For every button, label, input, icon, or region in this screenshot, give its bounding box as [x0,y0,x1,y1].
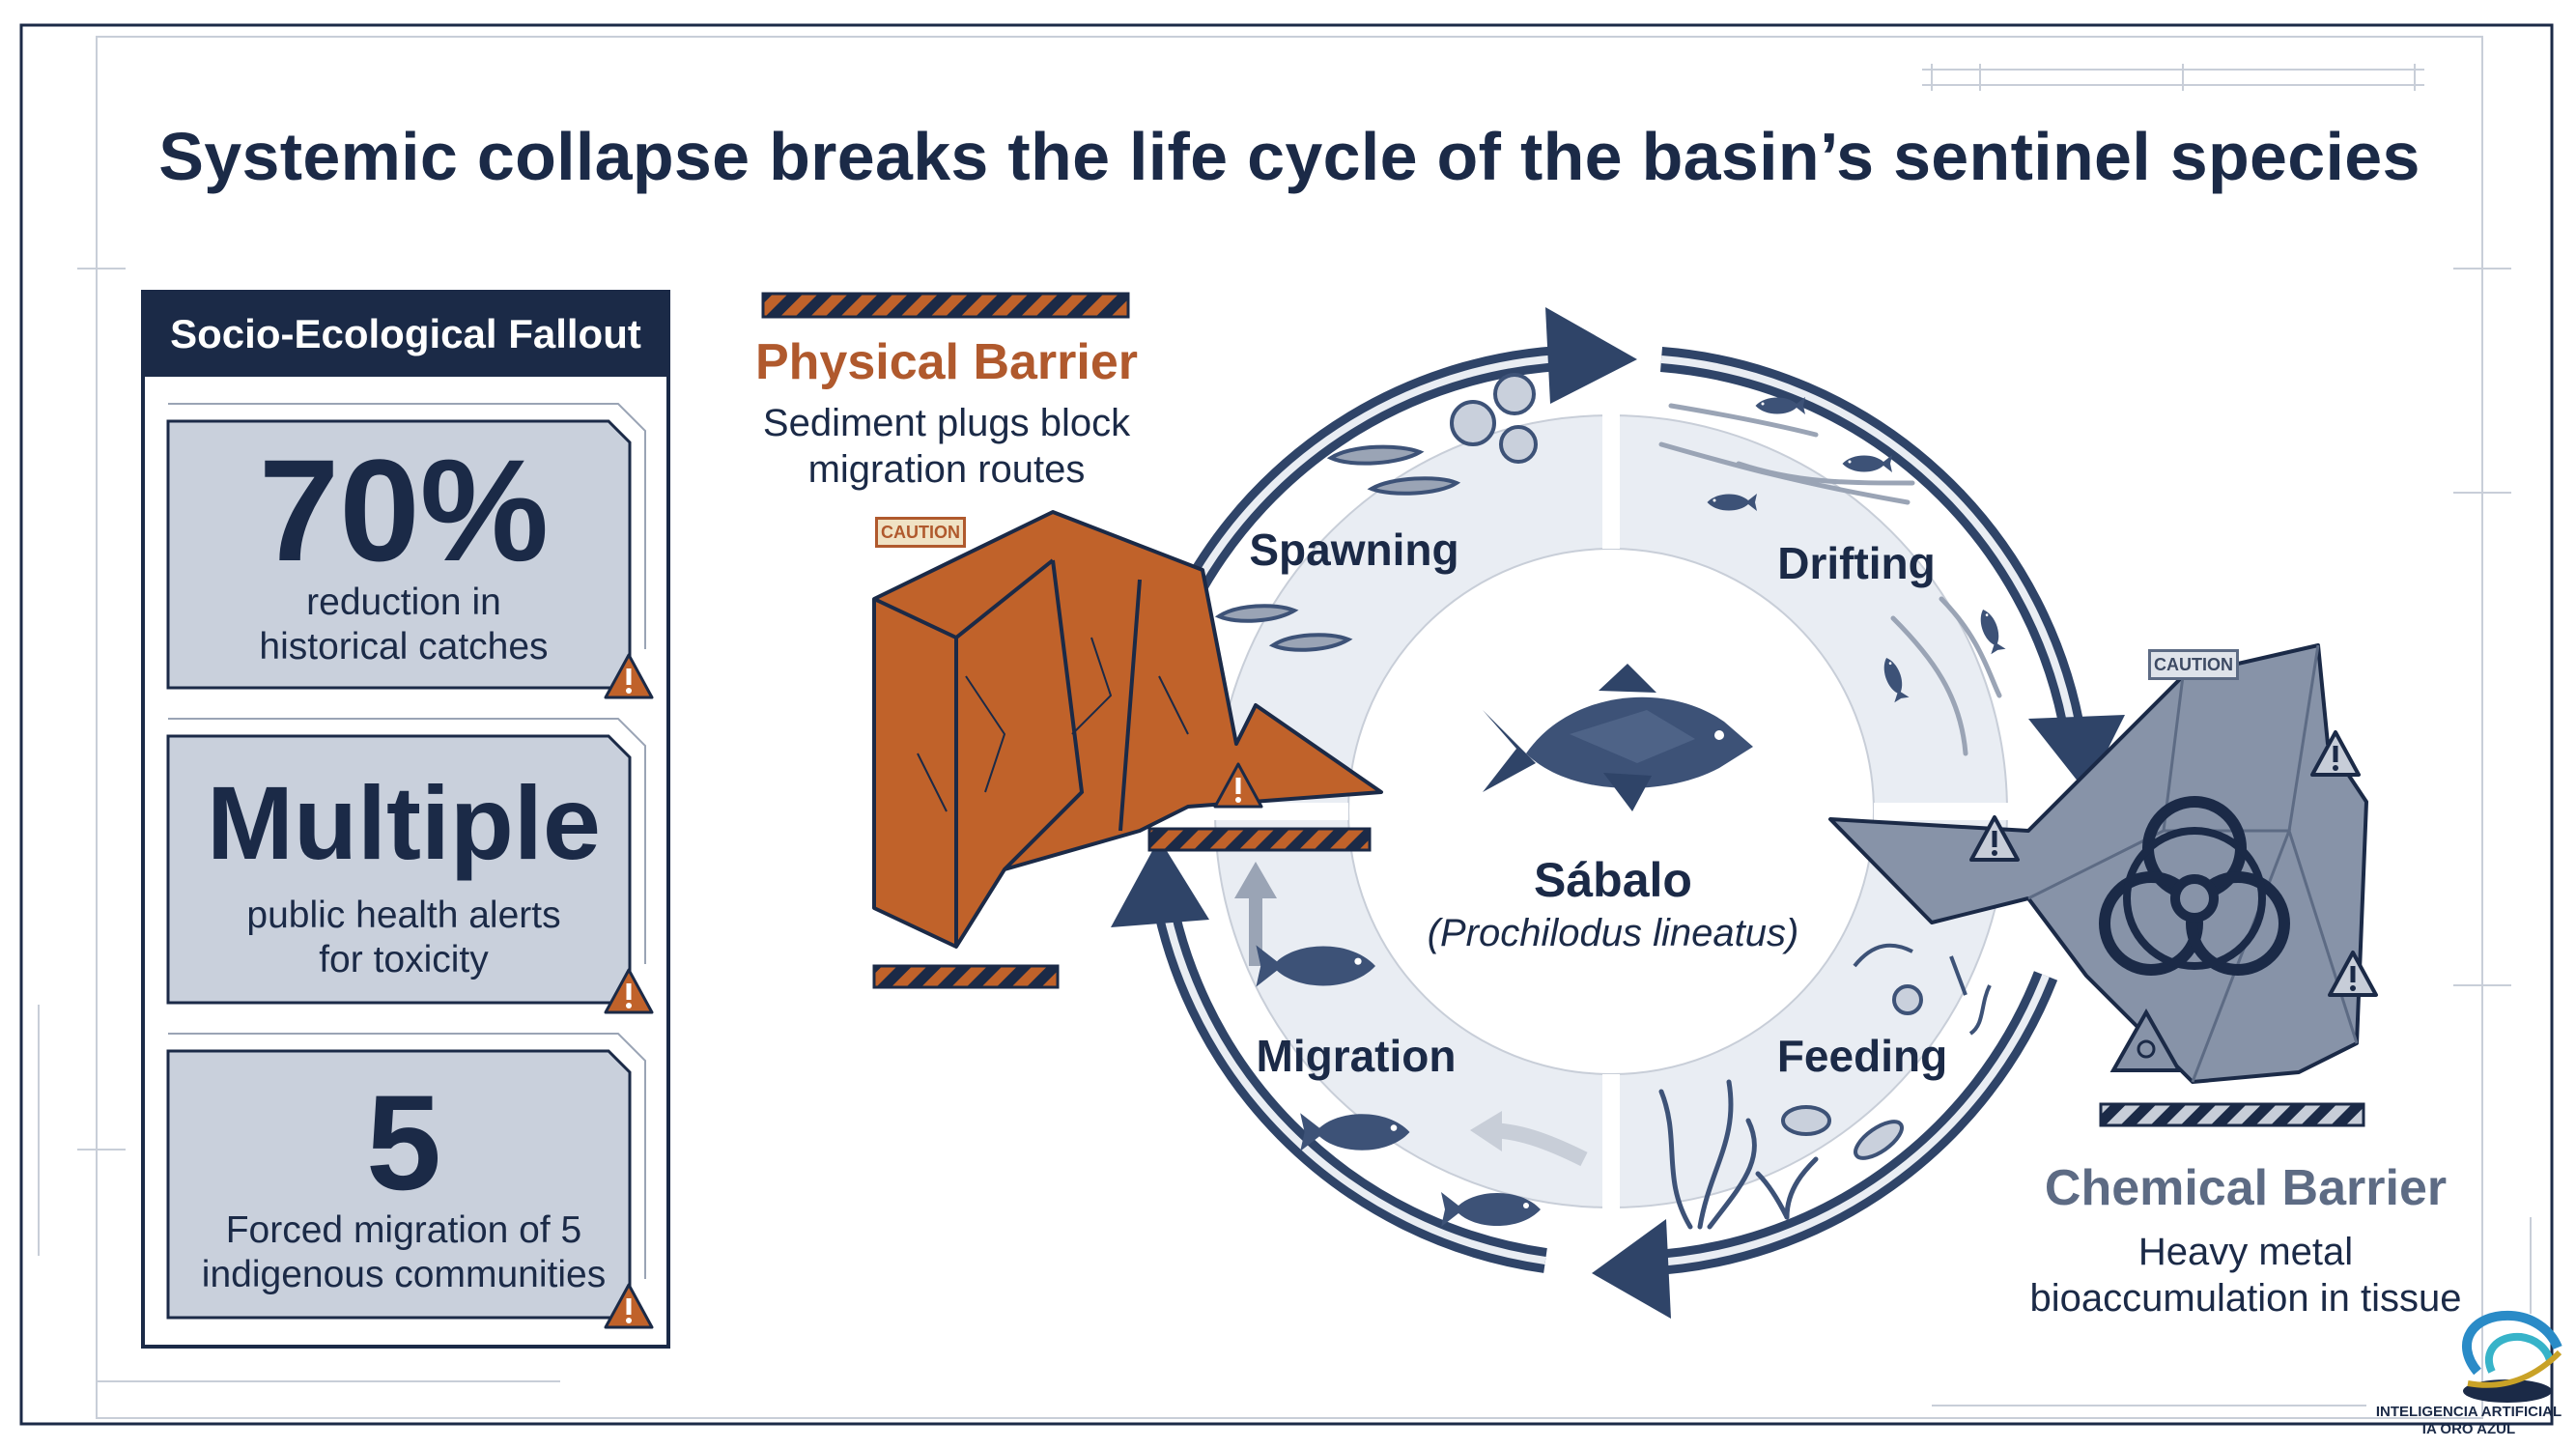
page-title: Systemic collapse breaks the life cycle … [158,119,2420,194]
hazard-stripe [2099,1102,2365,1127]
stat-value-communities: 5 [366,1066,441,1218]
bug-icon [1781,1105,1904,1160]
biohazard-icon [2099,796,2290,976]
biohazard-warning-icon [2109,1008,2183,1072]
physical-barrier-title: Physical Barrier [754,334,1139,390]
stat-value-alerts: Multiple [207,764,601,881]
hazard-stripe [872,964,1060,989]
species-common-name: Sábalo [1534,853,1692,907]
arrow-head [1545,307,1637,404]
species-scientific-name: (Prochilodus lineatus) [1427,912,1799,954]
stat-desc-alerts-2: for toxicity [319,939,489,980]
stat-cards [166,403,654,1329]
stage-feeding: Feeding [1776,1031,1948,1081]
stat-desc-alerts-1: public health alerts [246,895,561,936]
egg-icon [1450,373,1538,464]
stat-desc-catch-2: historical catches [259,626,549,668]
arrow-head [1111,838,1209,927]
stage-drifting: Drifting [1777,538,1936,588]
physical-barrier-desc-1: Sediment plugs block [762,402,1131,444]
logo-line-1: INTELIGENCIA ARTIFICIAL [2375,1404,2562,1420]
stat-desc-communities-2: indigenous communities [201,1254,607,1295]
fish-icon [1842,455,1892,472]
stage-migration: Migration [1256,1031,1457,1081]
hazard-stripe [1147,827,1372,852]
inner-frame [96,36,2483,1419]
blueprint-rulers [38,64,2532,1406]
cracked-rock-icon [872,510,1383,949]
stat-desc-catch-1: reduction in [306,582,501,623]
drift-arrows [1658,403,2002,756]
panel-heading: Socio-Ecological Fallout [143,292,668,377]
stat-desc-communities-1: Forced migration of 5 [225,1209,582,1251]
life-cycle-ring [1111,307,2125,1319]
stat-value-catch: 70% [258,429,550,591]
sabalo-fish-icon [1483,664,1753,811]
plankton-icon [1853,943,1992,1036]
stage-spawning: Spawning [1249,525,1459,575]
logo-icon [2462,1310,2562,1403]
hazard-stripe [761,292,1130,319]
caution-label: CAUTION [2148,649,2239,680]
fish-icon [1975,607,2006,655]
arrow-head [2028,715,2125,792]
chemical-barrier-title: Chemical Barrier [2044,1160,2448,1216]
logo-text: INTELIGENCIA ARTIFICIAL IA ORO AZUL [2362,1404,2576,1438]
seaweed-icon [1658,1079,1819,1230]
outer-frame [19,23,2554,1426]
physical-barrier-desc-2: migration routes [807,448,1086,491]
arrow-head [1592,1219,1671,1319]
chemical-barrier-desc-1: Heavy metal [2137,1231,2354,1273]
larva-icon [1214,444,1461,652]
caution-label: CAUTION [875,517,966,548]
chemical-barrier-desc-2: bioaccumulation in tissue [2029,1277,2462,1320]
logo-line-2: IA ORO AZUL [2421,1421,2516,1437]
